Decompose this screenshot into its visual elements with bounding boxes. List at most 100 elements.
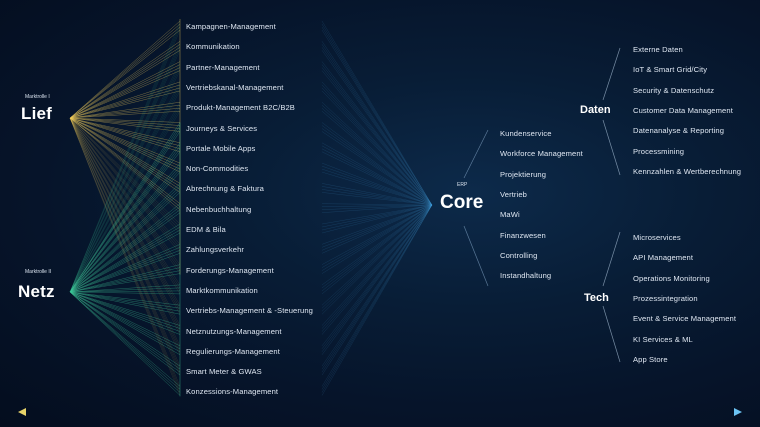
- lief-link: [69, 117, 181, 231]
- core-link: [321, 204, 433, 292]
- lief-link: [69, 117, 181, 355]
- netz-link: [69, 291, 181, 367]
- core-link: [321, 204, 433, 352]
- lief-link: [69, 110, 181, 119]
- lief-link: [69, 117, 181, 150]
- netz-link: [69, 284, 181, 293]
- lief-link: [69, 117, 181, 153]
- lief-link: [69, 41, 181, 119]
- core-item: MaWi: [500, 210, 520, 220]
- netz-link: [69, 102, 181, 293]
- core-link: [321, 168, 433, 206]
- netz-link: [69, 212, 181, 293]
- netz-link: [69, 192, 181, 293]
- core-link: [321, 70, 433, 206]
- core-link: [321, 204, 433, 265]
- netz-link: [69, 291, 181, 376]
- core-item: Vertrieb: [500, 189, 527, 199]
- core-link: [321, 204, 433, 370]
- netz-link: [69, 111, 181, 293]
- core-link: [321, 204, 433, 376]
- core-link: [321, 204, 433, 326]
- lief-link: [69, 117, 181, 147]
- core-link: [321, 204, 433, 231]
- process-item: Regulierungs-Management: [186, 346, 280, 356]
- daten-bracket-lower: [602, 119, 621, 176]
- netz-link: [69, 206, 181, 293]
- netz-link: [69, 291, 181, 347]
- lief-link: [69, 26, 181, 119]
- lief-link: [69, 64, 181, 119]
- lief-link: [69, 104, 181, 119]
- core-link: [321, 204, 433, 274]
- core-link: [321, 204, 433, 315]
- netz-link: [69, 287, 181, 293]
- daten-item: Externe Daten: [633, 45, 683, 54]
- lief-role-caption: Marktrolle I: [25, 94, 50, 100]
- lief-link: [69, 117, 181, 335]
- core-link: [321, 204, 433, 286]
- core-link: [321, 26, 433, 206]
- netz-link: [69, 244, 181, 293]
- process-item: Non-Commodities: [186, 164, 249, 174]
- netz-link: [69, 122, 181, 293]
- daten-item: Processmining: [633, 146, 685, 156]
- daten-bracket-upper: [602, 47, 621, 101]
- core-link: [321, 81, 433, 206]
- core-link: [321, 165, 433, 206]
- lief-link: [69, 44, 181, 119]
- lief-link: [69, 107, 181, 119]
- core-link: [321, 61, 433, 206]
- core-link: [321, 64, 433, 206]
- core-link: [321, 189, 433, 206]
- netz-link: [69, 291, 181, 312]
- lief-link: [69, 117, 181, 312]
- tech-bracket-upper: [602, 231, 621, 287]
- process-item: Smart Meter & GWAS: [186, 367, 262, 377]
- core-link: [321, 131, 433, 206]
- netz-link: [69, 23, 181, 293]
- lief-link: [69, 117, 181, 234]
- netz-link: [69, 29, 181, 293]
- daten-group-title: Daten: [580, 104, 611, 116]
- core-link: [321, 108, 433, 206]
- process-item: Kampagnen-Management: [186, 22, 276, 31]
- netz-link: [69, 64, 181, 293]
- lief-link: [69, 117, 181, 129]
- core-link: [321, 204, 433, 349]
- netz-link: [69, 253, 181, 293]
- tech-item: KI Services & ML: [633, 334, 693, 344]
- daten-item: Customer Data Management: [633, 105, 733, 115]
- netz-link: [69, 291, 181, 315]
- core-link: [321, 204, 433, 355]
- lief-link: [69, 117, 181, 274]
- netz-link: [69, 108, 181, 293]
- core-link: [321, 162, 433, 206]
- core-link: [321, 204, 433, 367]
- process-item: Vertriebskanal-Management: [186, 82, 284, 92]
- core-link: [321, 23, 433, 206]
- process-item: Zahlungsverkehr: [186, 245, 245, 255]
- core-link: [321, 204, 433, 295]
- process-item: Produkt-Management B2C/B2B: [186, 103, 295, 113]
- netz-link: [69, 291, 181, 295]
- core-bracket-lower: [463, 225, 489, 287]
- daten-item: IoT & Smart Grid/City: [633, 65, 708, 75]
- core-link: [321, 204, 433, 207]
- core-link: [321, 204, 433, 213]
- netz-role-title: Netz: [18, 282, 55, 301]
- core-link: [321, 50, 433, 206]
- process-item: Netznutzungs-Management: [186, 326, 282, 336]
- netz-link: [69, 183, 181, 293]
- process-item: Partner-Management: [186, 62, 260, 72]
- core-item: Projektierung: [500, 169, 547, 179]
- core-link: [321, 204, 433, 306]
- lief-link: [69, 20, 181, 119]
- netz-link: [69, 291, 181, 306]
- netz-link: [69, 291, 181, 329]
- core-item: Kundenservice: [500, 129, 552, 138]
- netz-link: [69, 186, 181, 293]
- core-link: [321, 44, 433, 206]
- netz-link: [69, 165, 181, 293]
